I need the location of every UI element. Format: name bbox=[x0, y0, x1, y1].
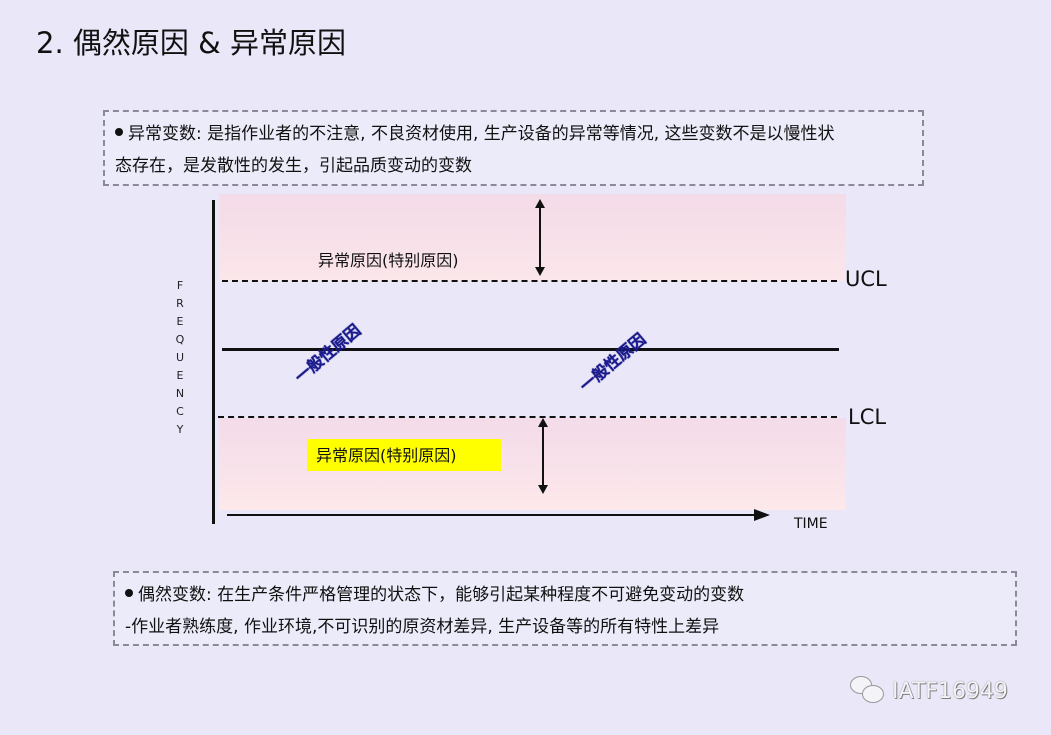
note-line: 异常变数: 是指作业者的不注意, 不良资材使用, 生产设备的异常等情况, 这些变… bbox=[115, 118, 914, 150]
ucl-label: UCL bbox=[845, 267, 887, 291]
double-arrow-icon bbox=[538, 418, 548, 494]
y-axis bbox=[212, 200, 215, 524]
upper-special-cause-label: 异常原因(特别原因) bbox=[318, 251, 459, 270]
watermark: IATF16949 bbox=[850, 676, 1008, 706]
common-cause-label: 一般性原因 bbox=[290, 320, 365, 387]
slide-title: 2. 偶然原因 & 异常原因 bbox=[36, 26, 346, 60]
y-axis-label: FREQUENCY bbox=[175, 279, 185, 436]
upper-special-cause-band bbox=[219, 194, 846, 281]
lcl-line bbox=[218, 416, 837, 418]
ucl-line bbox=[222, 280, 837, 282]
x-axis-arrow-icon bbox=[754, 509, 770, 521]
note-text: 异常变数: 是指作业者的不注意, 不良资材使用, 生产设备的异常等情况, 这些变… bbox=[128, 124, 835, 144]
x-axis bbox=[227, 514, 757, 516]
note-text: -作业者熟练度, 作业环境,不可识别的原资材差异, 生产设备等的所有特性上差异 bbox=[125, 617, 720, 637]
bullet-icon bbox=[125, 589, 133, 597]
note-text: 态存在，是发散性的发生，引起品质变动的变数 bbox=[115, 156, 472, 176]
watermark-text: IATF16949 bbox=[892, 678, 1008, 704]
double-arrow-icon bbox=[535, 199, 545, 276]
bullet-icon bbox=[115, 128, 123, 136]
center-line bbox=[222, 348, 839, 351]
common-cause-label: 一般性原因 bbox=[575, 329, 650, 396]
wechat-icon bbox=[850, 676, 886, 706]
lower-special-cause-label: 异常原因(特别原因) bbox=[307, 439, 501, 471]
note-line: 偶然变数: 在生产条件严格管理的状态下，能够引起某种程度不可避免变动的变数 bbox=[125, 579, 1007, 611]
note-text: 偶然变数: 在生产条件严格管理的状态下，能够引起某种程度不可避免变动的变数 bbox=[138, 585, 745, 605]
lcl-label: LCL bbox=[848, 405, 887, 429]
chance-variable-note: 偶然变数: 在生产条件严格管理的状态下，能够引起某种程度不可避免变动的变数 -作… bbox=[113, 571, 1017, 646]
x-axis-label: TIME bbox=[794, 516, 828, 532]
abnormal-variable-note: 异常变数: 是指作业者的不注意, 不良资材使用, 生产设备的异常等情况, 这些变… bbox=[103, 110, 924, 186]
